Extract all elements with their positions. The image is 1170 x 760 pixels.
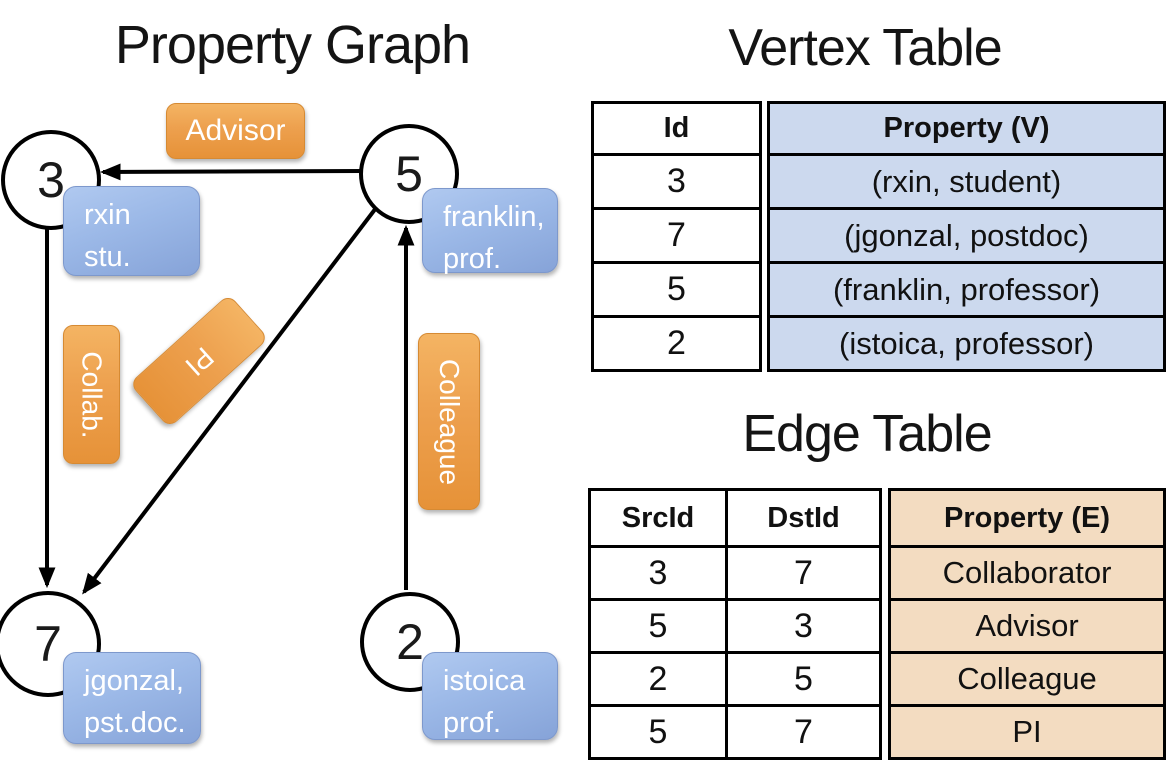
edge-label-advisor: Advisor bbox=[166, 103, 305, 159]
edge-5-to-7 bbox=[82, 206, 378, 595]
vertex-table-property-header: Property (V) bbox=[883, 112, 1050, 144]
vertex-row-id: 3 bbox=[594, 153, 759, 207]
vertex-row-property: (jgonzal, postdoc) bbox=[770, 207, 1163, 261]
vertex-table-property-column: Property (V) (rxin, student) (jgonzal, p… bbox=[767, 101, 1166, 372]
edge-table-row: 5 3 bbox=[591, 598, 879, 651]
vertex-table-id-column: Id 3 7 5 2 bbox=[591, 101, 762, 372]
edge-label-colleague-text: Colleague bbox=[434, 358, 466, 485]
edge-row-src: 5 bbox=[648, 712, 668, 751]
vertex-property-box-franklin: franklin, prof. bbox=[422, 188, 558, 275]
vertex-property-box-istoica: istoica prof. bbox=[422, 652, 558, 740]
node-7-id: 7 bbox=[34, 616, 62, 672]
edge-row-dst: 7 bbox=[725, 707, 879, 757]
vertex-istoica-line1: istoica bbox=[443, 665, 526, 697]
node-5-id: 5 bbox=[395, 146, 423, 202]
edge-label-collab: Collab. bbox=[63, 325, 120, 464]
vertex-row-id: 7 bbox=[594, 207, 759, 261]
edge-label-pi-text: PI bbox=[179, 340, 220, 382]
edge-label-collab-text: Collab. bbox=[76, 350, 108, 439]
edge-row-dst: 7 bbox=[725, 548, 879, 598]
vertex-row-id: 5 bbox=[594, 261, 759, 315]
edge-5-to-3 bbox=[99, 163, 366, 181]
vertex-franklin-line2: prof. bbox=[443, 243, 502, 275]
edge-label-advisor-text: Advisor bbox=[185, 114, 286, 147]
graph-node-5: 5 bbox=[359, 124, 459, 224]
edge-row-src: 3 bbox=[648, 553, 668, 592]
edge-table-row: 2 5 bbox=[591, 651, 879, 704]
edge-table-row: 3 7 bbox=[591, 545, 879, 598]
edge-row-dst: 3 bbox=[725, 601, 879, 651]
vertex-jgonzal-line1: jgonzal, bbox=[84, 665, 184, 697]
vertex-property-box-rxin: rxin stu. bbox=[63, 186, 200, 276]
vertex-table-title: Vertex Table bbox=[728, 19, 1002, 77]
property-graph-title: Property Graph bbox=[114, 15, 471, 75]
edge-table-property-header: Property (E) bbox=[944, 501, 1110, 534]
vertex-rxin-line2: stu. bbox=[84, 241, 131, 273]
edge-row-property: Colleague bbox=[891, 651, 1163, 704]
vertex-table-id-header: Id bbox=[663, 112, 690, 144]
graph-edges-svg bbox=[38, 163, 415, 595]
edge-table-title: Edge Table bbox=[742, 405, 992, 463]
edge-table-property-column: Property (E) Collaborator Advisor Collea… bbox=[888, 488, 1166, 760]
vertex-row-property: (franklin, professor) bbox=[770, 261, 1163, 315]
vertex-franklin-line1: franklin, bbox=[443, 201, 545, 233]
edge-row-property: PI bbox=[891, 704, 1163, 757]
edge-label-colleague: Colleague bbox=[418, 333, 480, 510]
node-3-id: 3 bbox=[37, 152, 65, 208]
edge-row-src: 2 bbox=[648, 659, 668, 698]
edge-table-src-dst-columns: SrcId DstId 3 7 5 3 2 5 5 7 bbox=[588, 488, 882, 760]
vertex-istoica-line2: prof. bbox=[443, 707, 502, 739]
vertex-row-id: 2 bbox=[594, 315, 759, 369]
vertex-rxin-line1: rxin bbox=[84, 199, 131, 231]
vertex-jgonzal-line2: pst.doc. bbox=[84, 707, 186, 739]
vertex-property-box-jgonzal: jgonzal, pst.doc. bbox=[63, 652, 201, 744]
edge-table-srcid-header: SrcId bbox=[621, 501, 695, 534]
edge-table-row: 5 7 bbox=[591, 704, 879, 757]
edge-table-dstid-header: DstId bbox=[725, 491, 879, 545]
edge-row-property: Advisor bbox=[891, 598, 1163, 651]
edge-row-src: 5 bbox=[648, 606, 668, 645]
edge-row-dst: 5 bbox=[725, 654, 879, 704]
edge-table-header-row: SrcId DstId bbox=[591, 491, 879, 545]
edge-row-property: Collaborator bbox=[891, 545, 1163, 598]
vertex-row-property: (rxin, student) bbox=[770, 153, 1163, 207]
vertex-row-property: (istoica, professor) bbox=[770, 315, 1163, 369]
node-2-id: 2 bbox=[396, 614, 424, 670]
